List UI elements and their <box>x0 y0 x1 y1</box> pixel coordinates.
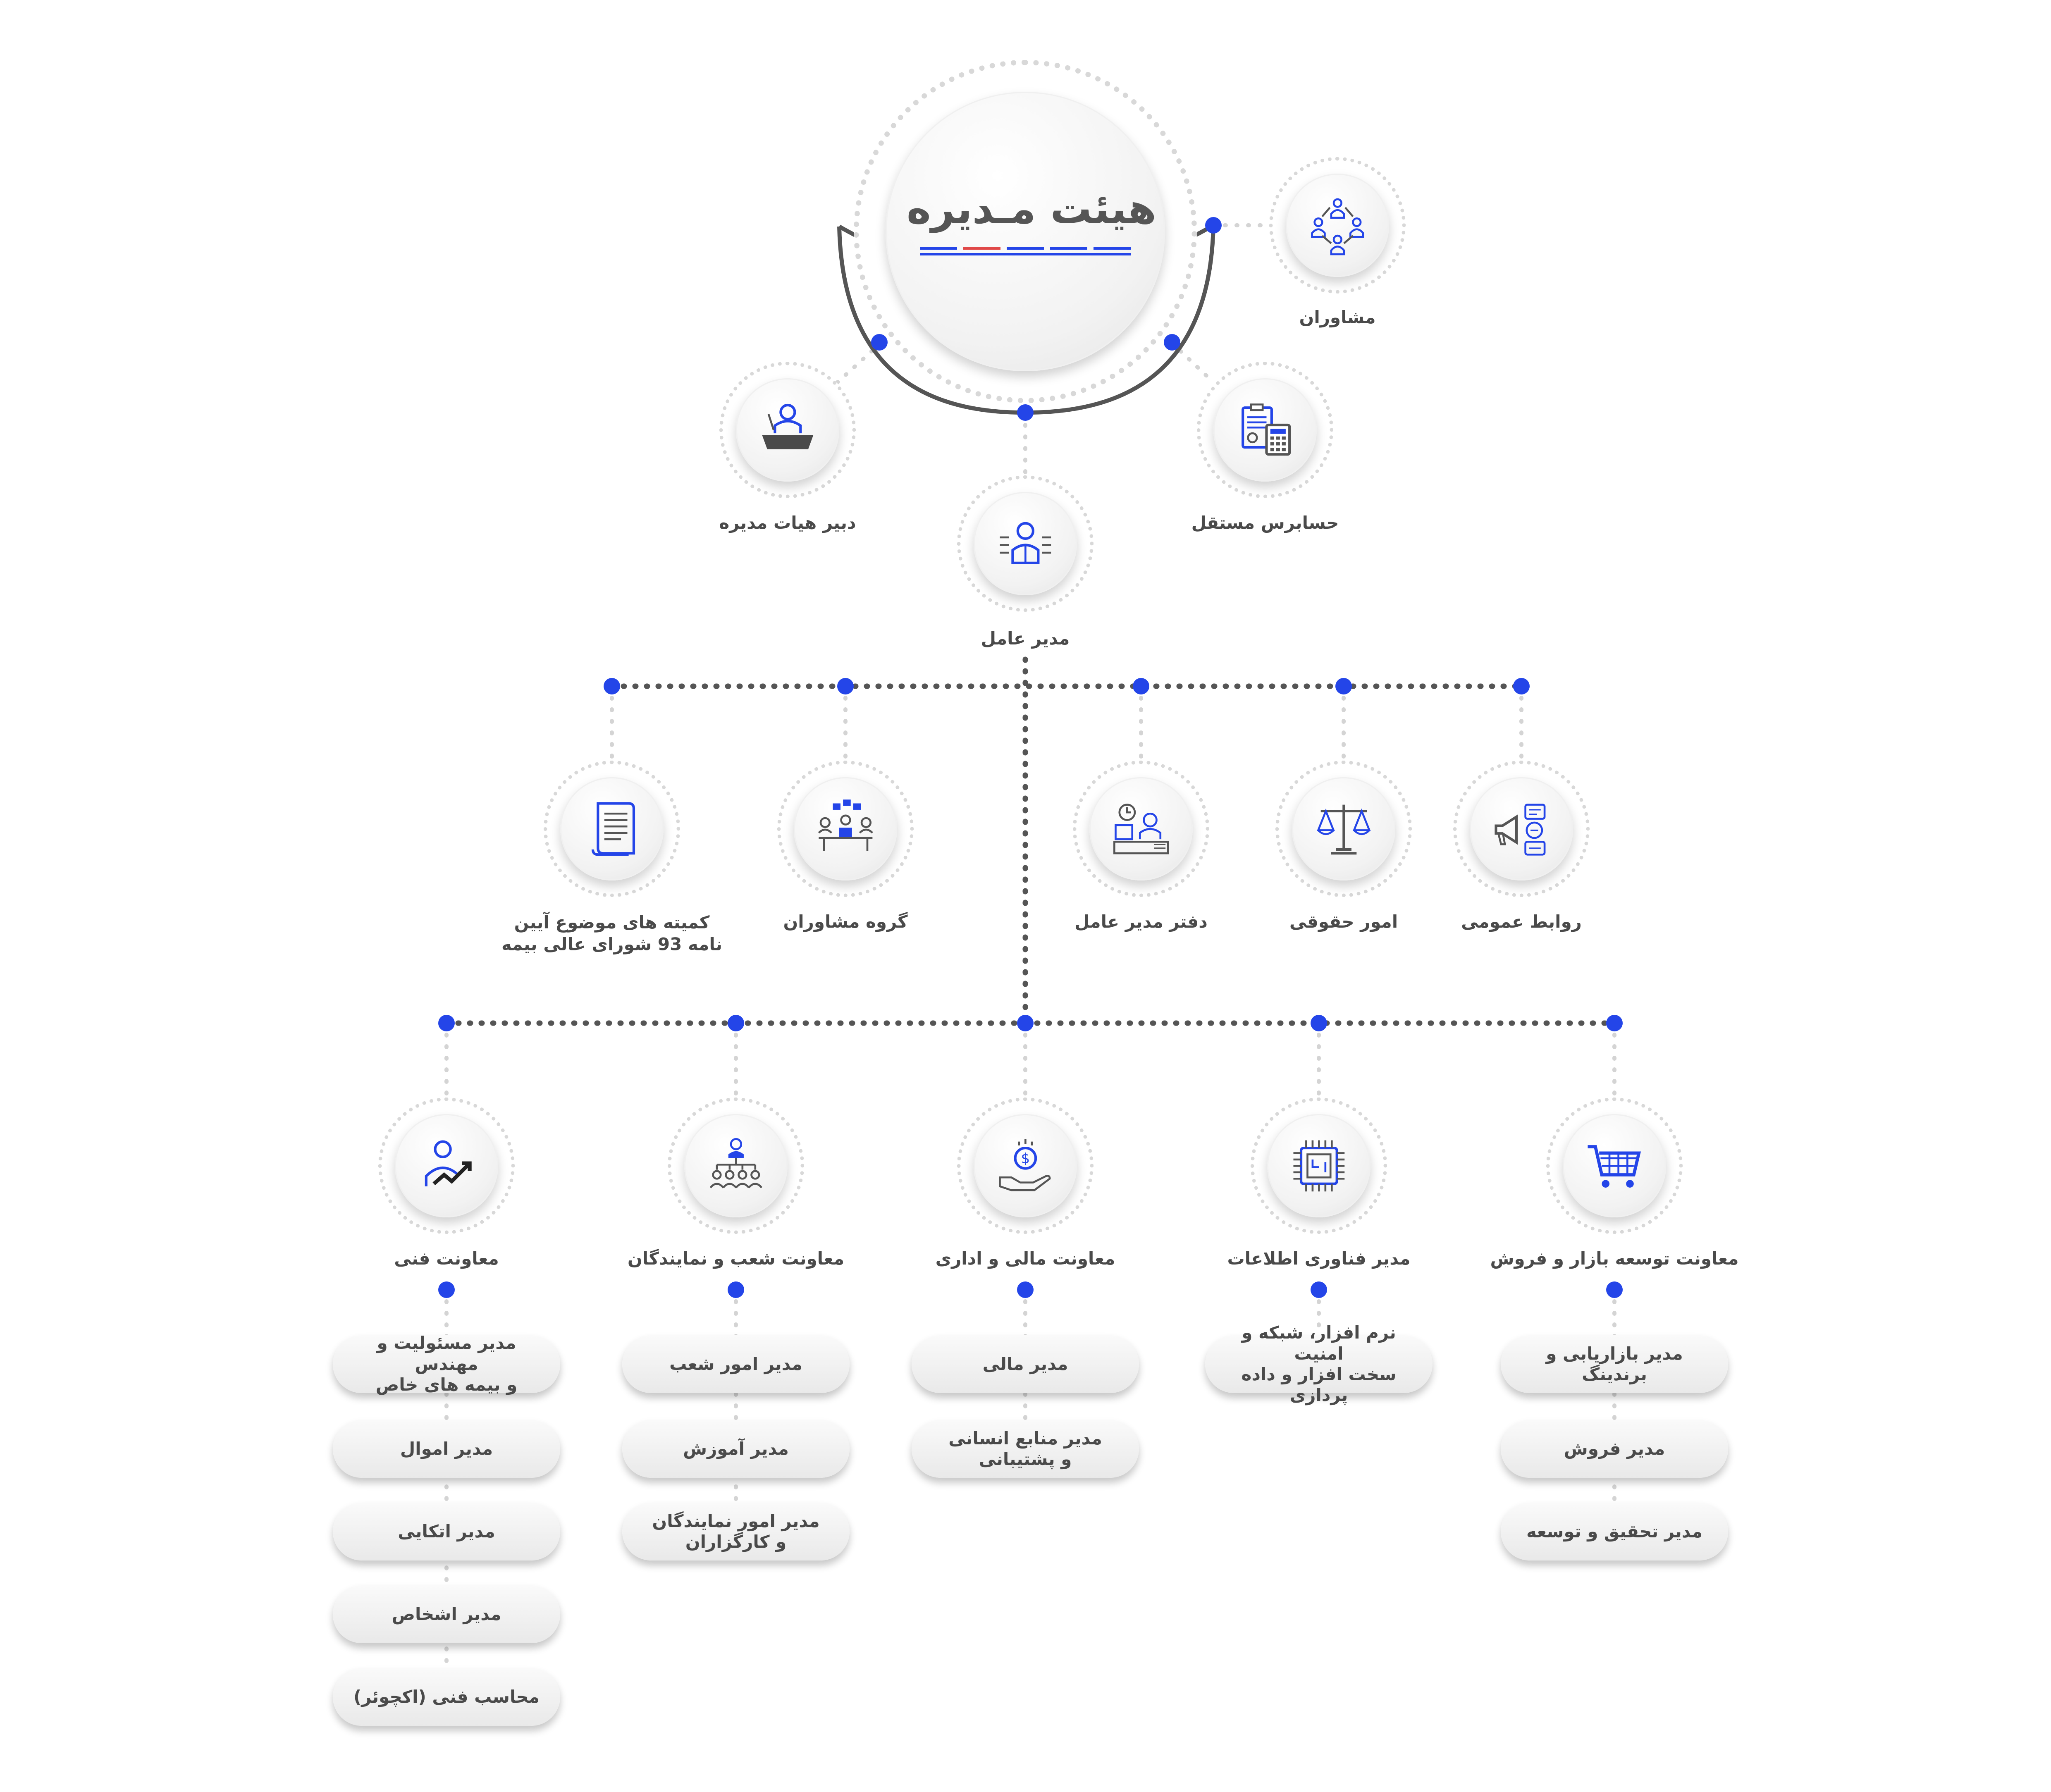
cart-icon <box>1588 1145 1641 1188</box>
connector-dot <box>1311 1281 1327 1298</box>
growth-person-icon <box>425 1140 472 1186</box>
list-item-line: مدیر منابع انسانی و پشتیبانی <box>948 1428 1102 1469</box>
list-item[interactable]: مدیر بازاریابی و برندینگ <box>1501 1335 1728 1393</box>
board-circle <box>854 60 1197 403</box>
list-item[interactable]: مدیر امور شعب <box>622 1335 850 1393</box>
list-item[interactable]: مدیر تحقیق و توسعه <box>1501 1503 1728 1561</box>
advisors-label: مشاوران <box>1299 307 1376 327</box>
meeting-icon <box>818 799 873 851</box>
calculator-report-icon <box>1241 403 1291 456</box>
list-item[interactable]: محاسب فنی (اکچوئر) <box>333 1668 560 1726</box>
office-desk-icon <box>1113 803 1169 854</box>
svg-text:$: $ <box>1021 1150 1030 1167</box>
scroll-icon <box>591 802 635 856</box>
connector-dot <box>1017 1281 1034 1298</box>
staff-label: امور حقوقی <box>1289 911 1398 932</box>
list-item-line: نرم افزار، شبکه و امنیت سخت افزار و داده… <box>1241 1322 1397 1405</box>
board-title: هیئت مـدیره <box>906 184 1157 233</box>
connector-dot <box>1606 1281 1623 1298</box>
staff-label-line: نامه 93 شورای عالی بیمه <box>501 934 722 954</box>
scales-icon <box>1316 804 1371 854</box>
ceo-node[interactable] <box>957 475 1094 612</box>
division-node-sales[interactable] <box>1546 1098 1683 1234</box>
megaphone-icon <box>1495 803 1546 856</box>
connector-dot <box>728 1281 744 1298</box>
connector-dot <box>1335 678 1352 694</box>
division-label: مدیر فناوری اطلاعات <box>1227 1248 1411 1269</box>
connector-dot <box>1606 1015 1623 1031</box>
staff-label-line: کمیته های موضوع آیین <box>514 912 710 933</box>
connector-dot <box>604 678 620 694</box>
list-item[interactable]: مدیر آموزش <box>622 1420 850 1478</box>
list-item[interactable]: نرم افزار، شبکه و امنیت سخت افزار و داده… <box>1205 1322 1433 1405</box>
manager-icon <box>1000 522 1051 564</box>
list-item[interactable]: مدیر اتکایی <box>333 1503 560 1561</box>
auditor-node[interactable] <box>1197 362 1333 498</box>
connector-dot <box>1017 1015 1034 1031</box>
title-underline-dashes <box>920 247 1131 255</box>
connector-dot <box>1017 404 1034 421</box>
list-item[interactable]: مدیر اشخاص <box>333 1585 560 1643</box>
money-hand-icon: $ <box>998 1139 1051 1191</box>
division-node-it[interactable] <box>1251 1098 1387 1234</box>
staff-node-legal[interactable] <box>1275 761 1412 897</box>
secretary-node[interactable] <box>719 362 856 498</box>
auditor-label: حسابرس مستقل <box>1191 512 1339 533</box>
list-item[interactable]: مدیر منابع انسانی و پشتیبانی <box>912 1420 1139 1478</box>
list-item[interactable]: مدیر اموال <box>333 1420 560 1478</box>
list-item-line: مدیر مسئولیت و مهندس و بیمه های خاص <box>375 1333 518 1395</box>
staff-label: کمیته های موضوع آیین نامه 93 شورای عالی … <box>501 912 722 955</box>
chip-icon <box>1293 1140 1344 1191</box>
staff-label: دفتر مدیر عامل <box>1074 911 1208 932</box>
list-item[interactable]: مدیر فروش <box>1501 1420 1728 1478</box>
connector-dot <box>1513 678 1530 694</box>
connector-dot <box>1205 217 1222 234</box>
staff-label: گروه مشاوران <box>783 911 908 932</box>
list-item[interactable]: مدیر مالی <box>912 1335 1139 1393</box>
secretary-label: دبیر هیات مدیره <box>719 512 856 533</box>
staff-node-ceo-office[interactable] <box>1073 761 1209 897</box>
connector-dot <box>728 1015 744 1031</box>
division-node-technical[interactable] <box>378 1098 515 1234</box>
staff-node-committees[interactable] <box>544 761 680 897</box>
connector-dot <box>837 678 854 694</box>
speaker-podium-icon <box>762 403 813 449</box>
division-label: معاونت شعب و نمایندگان <box>627 1248 845 1269</box>
list-item-line: مدیر امور نمایندگان و کارگزاران <box>652 1510 820 1552</box>
connector-dot <box>1164 334 1180 351</box>
connector-dot <box>1311 1015 1327 1031</box>
connector-dot <box>871 334 888 351</box>
hierarchy-icon <box>709 1138 762 1188</box>
staff-node-advisor-group[interactable] <box>777 761 914 897</box>
list-item[interactable]: مدیر امور نمایندگان و کارگزاران <box>622 1503 850 1561</box>
division-label: معاونت مالی و اداری <box>935 1248 1115 1269</box>
network-people-icon <box>1311 198 1364 255</box>
connector-dot <box>438 1015 455 1031</box>
ceo-label: مدیر عامل <box>981 628 1070 649</box>
staff-label: روابط عمومی <box>1461 911 1582 932</box>
list-item[interactable]: مدیر مسئولیت و مهندس و بیمه های خاص <box>333 1333 560 1395</box>
connector-dot <box>438 1281 455 1298</box>
division-node-branches[interactable] <box>668 1098 804 1234</box>
connector-dot <box>1133 678 1149 694</box>
advisors-node[interactable] <box>1269 157 1406 293</box>
staff-node-public-relations[interactable] <box>1453 761 1590 897</box>
division-label: معاونت فنی <box>394 1248 499 1269</box>
division-node-finance[interactable]: $ <box>957 1098 1094 1234</box>
division-label: معاونت توسعه بازار و فروش <box>1490 1248 1739 1269</box>
